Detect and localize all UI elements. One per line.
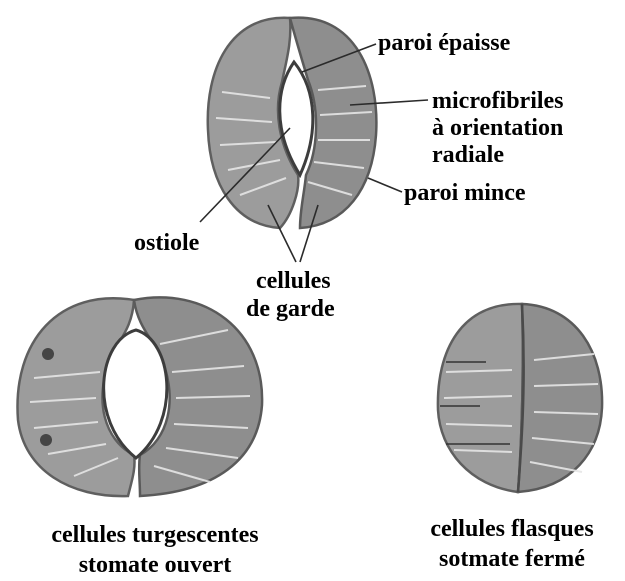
label-paroi-epaisse: paroi épaisse — [378, 30, 511, 56]
caption-open-line1: cellules turgescentes — [51, 522, 258, 548]
open-chloroplast-2 — [40, 434, 52, 446]
label-cellules-de-garde-2: de garde — [246, 296, 335, 322]
closed-right-guard-cell — [518, 304, 602, 492]
top-stoma — [208, 18, 377, 228]
label-ostiole: ostiole — [134, 230, 200, 256]
label-microfibriles-3: radiale — [432, 142, 504, 168]
open-stoma — [17, 297, 262, 496]
label-microfibriles-2: à orientation — [432, 115, 563, 141]
label-paroi-mince: paroi mince — [404, 180, 526, 206]
open-chloroplast-1 — [42, 348, 54, 360]
closed-stoma — [438, 304, 602, 492]
label-microfibriles-1: microfibriles — [432, 88, 564, 114]
caption-closed-line2: sotmate fermé — [439, 546, 585, 572]
caption-open-line2: stomate ouvert — [79, 552, 232, 578]
leader-paroi-mince — [368, 178, 402, 192]
caption-closed-line1: cellules flasques — [430, 516, 593, 542]
label-cellules-de-garde-1: cellules — [256, 268, 331, 294]
